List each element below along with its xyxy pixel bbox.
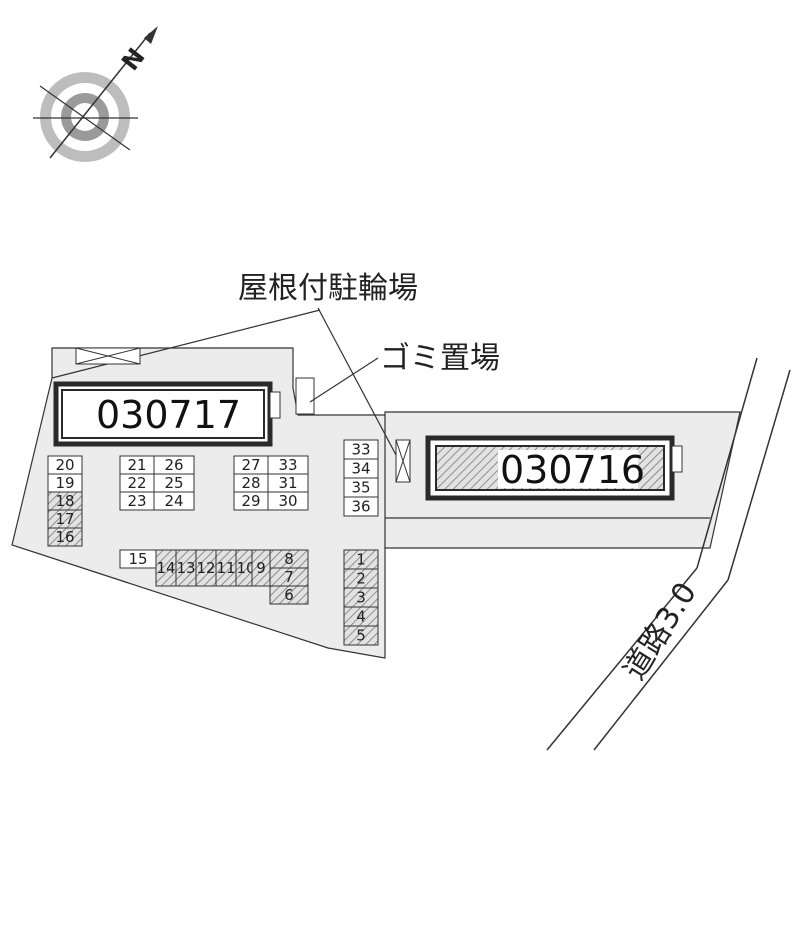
- parking-space: [343, 625, 379, 646]
- parking-space-number: 17: [55, 510, 74, 528]
- parking-space-number: 21: [127, 456, 146, 474]
- parking-space-number: 28: [241, 474, 260, 492]
- parking-space-number: 36: [351, 498, 370, 516]
- parking-space-number: 13: [176, 559, 195, 577]
- building-030717-label: 030717: [96, 393, 241, 437]
- parking-space: [47, 527, 83, 547]
- parking-space-number: 25: [164, 474, 183, 492]
- parking-space-number: 7: [284, 568, 294, 586]
- parking-space-number: 29: [241, 492, 260, 510]
- parking-space-number: 1: [356, 551, 366, 569]
- parking-space-number: 31: [278, 474, 297, 492]
- bicycle-parking: [75, 347, 141, 365]
- parking-space-number: 22: [127, 474, 146, 492]
- parking-space-number: 4: [356, 608, 366, 626]
- parking-space-number: 3: [356, 589, 366, 607]
- parking-space: [267, 491, 309, 511]
- parking-space-number: 27: [241, 456, 260, 474]
- storage-box: [395, 439, 411, 483]
- parking-space-number: 12: [196, 559, 215, 577]
- parking-space-number: 11: [216, 559, 235, 577]
- bicycle-parking-label: 屋根付駐輪場: [238, 271, 418, 306]
- parking-space-number: 20: [55, 456, 74, 474]
- garbage-label: ゴミ置場: [380, 341, 500, 376]
- building-030716: 030716: [425, 435, 683, 501]
- compass-rose: N: [33, 26, 158, 162]
- parking-space-number: 14: [156, 559, 175, 577]
- parking-space-number: 5: [356, 627, 366, 645]
- building-030717: 030717: [53, 381, 281, 447]
- parking-space-number: 6: [284, 586, 294, 604]
- parking-group-6-8: 876: [269, 549, 309, 605]
- parking-space-number: 34: [351, 460, 370, 478]
- parking-space-number: 33: [278, 456, 297, 474]
- parking-space-number: 33: [351, 441, 370, 459]
- parking-space-number: 15: [128, 550, 147, 568]
- north-arrow-icon: [144, 26, 158, 44]
- parking-space-number: 19: [55, 474, 74, 492]
- parking-space-number: 23: [127, 492, 146, 510]
- north-label: N: [116, 43, 150, 76]
- garbage-area: [295, 377, 315, 415]
- parking-space-number: 18: [55, 492, 74, 510]
- parking-space-number: 30: [278, 492, 297, 510]
- parking-space-number: 2: [356, 570, 366, 588]
- parking-space-number: 26: [164, 456, 183, 474]
- parking-space-number: 8: [284, 550, 294, 568]
- bicycle-parking-leader: [317, 307, 405, 471]
- building-030716-label: 030716: [500, 448, 645, 492]
- parking-space-number: 10: [236, 559, 255, 577]
- parking-space-number: 16: [55, 528, 74, 546]
- parking-space: [269, 585, 309, 605]
- road-label: 道路3.0: [617, 576, 704, 686]
- parking-space: [343, 496, 379, 517]
- parking-space-number: 24: [164, 492, 183, 510]
- parking-space-number: 35: [351, 479, 370, 497]
- parking-space-number: 9: [256, 559, 266, 577]
- parking-space: [153, 491, 195, 511]
